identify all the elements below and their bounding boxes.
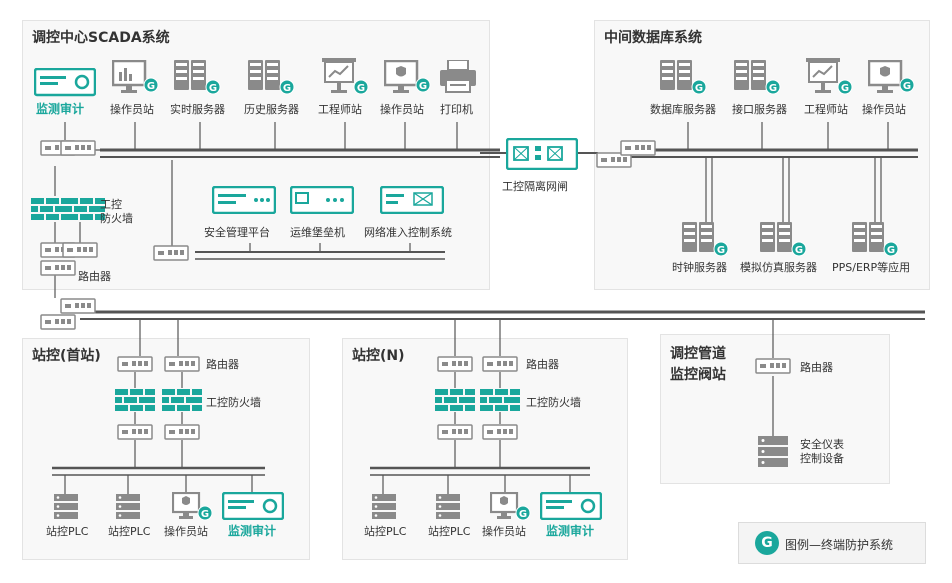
engineer-station-2-label: 工程师站 — [804, 103, 848, 116]
router-icon — [437, 356, 473, 372]
interface-server-icon — [734, 60, 781, 95]
monitor-audit-icon — [34, 68, 96, 97]
nac-label: 网络准入控制系统 — [364, 226, 452, 239]
router-icon — [164, 356, 200, 372]
router-icon — [482, 424, 518, 440]
operator-station-label: 操作员站 — [164, 525, 208, 538]
station-n-panel — [342, 338, 628, 560]
operator-station-2-label: 操作员站 — [380, 103, 424, 116]
sis-label: 安全仪表 控制设备 — [800, 438, 844, 465]
plc-label: 站控PLC — [108, 525, 151, 538]
firewall-icon — [480, 389, 520, 411]
history-server-label: 历史服务器 — [244, 103, 299, 116]
router-icon — [62, 242, 98, 258]
valve-router-label: 路由器 — [800, 361, 833, 374]
router-icon — [117, 356, 153, 372]
g-badge-icon: G — [755, 531, 779, 555]
operator-station-label: 操作员站 — [110, 103, 154, 116]
monitor-audit-icon — [222, 492, 284, 520]
operator-station-label: 操作员站 — [482, 525, 526, 538]
station-n-title: 站控(N) — [352, 348, 405, 364]
plc-icon — [436, 494, 460, 519]
router-icon — [482, 356, 518, 372]
plc-label: 站控PLC — [364, 525, 407, 538]
router-icon — [40, 314, 76, 330]
scada-title: 调控中心SCADA系统 — [32, 30, 170, 46]
bastion-host-icon — [290, 186, 354, 214]
operator-station-2-icon — [384, 60, 431, 93]
plc-icon — [54, 494, 78, 519]
operator-station-icon — [490, 492, 531, 521]
printer-label: 打印机 — [440, 103, 473, 116]
legend-text: 图例—终端防护系统 — [785, 538, 894, 552]
sis-device-icon — [758, 436, 788, 467]
engineer-station-label: 工程师站 — [318, 103, 362, 116]
plc-label: 站控PLC — [428, 525, 471, 538]
operator-station-3-icon — [868, 60, 915, 93]
sim-server-label: 模拟仿真服务器 — [740, 261, 817, 274]
history-server-icon — [248, 60, 295, 95]
nac-system-icon — [380, 186, 444, 214]
plc-icon — [372, 494, 396, 519]
gateway-label: 工控隔离网闸 — [502, 180, 568, 193]
bastion-label: 运维堡垒机 — [290, 226, 345, 239]
station-n-router-label: 路由器 — [526, 358, 559, 371]
scada-router-label: 路由器 — [78, 270, 111, 283]
clock-server-icon — [682, 222, 729, 257]
monitor-audit-label: 监测审计 — [36, 102, 85, 116]
clock-server-label: 时钟服务器 — [672, 261, 727, 274]
router-icon — [40, 260, 76, 276]
printer-icon — [440, 60, 476, 93]
middle-db-title: 中间数据库系统 — [604, 30, 702, 46]
router-icon — [620, 140, 656, 156]
station-first-title: 站控(首站) — [32, 348, 101, 364]
valve-station-title: 调控管道 监控阀站 — [670, 346, 726, 383]
router-icon — [60, 140, 96, 156]
router-icon — [437, 424, 473, 440]
station-first-firewall-label: 工控防火墙 — [206, 396, 261, 409]
plc-icon — [116, 494, 140, 519]
isolation-gateway-icon — [506, 138, 578, 170]
pps-erp-label: PPS/ERP等应用 — [832, 261, 911, 274]
firewall-icon — [162, 389, 202, 411]
operator-station-icon — [172, 492, 213, 521]
security-mgmt-label: 安全管理平台 — [204, 226, 270, 239]
pps-erp-server-icon — [852, 222, 899, 257]
security-mgmt-platform-icon — [212, 186, 276, 214]
router-icon — [164, 424, 200, 440]
db-server-label: 数据库服务器 — [650, 103, 716, 116]
station-n-firewall-label: 工控防火墙 — [526, 396, 581, 409]
plc-label: 站控PLC — [46, 525, 89, 538]
sim-server-icon — [760, 222, 807, 257]
firewall-icon — [435, 389, 475, 411]
realtime-server-label: 实时服务器 — [170, 103, 225, 116]
station-first-panel — [22, 338, 310, 560]
station-first-router-label: 路由器 — [206, 358, 239, 371]
router-icon — [60, 298, 96, 314]
legend: G 图例—终端防护系统 — [738, 522, 926, 564]
realtime-server-icon — [174, 60, 221, 95]
engineer-station-2-icon — [806, 58, 853, 95]
monitor-audit-label: 监测审计 — [546, 524, 595, 538]
engineer-station-icon — [322, 58, 369, 95]
operator-station-icon — [112, 60, 159, 93]
router-icon — [755, 358, 791, 374]
scada-firewall-label: 工控 防火墙 — [100, 198, 133, 225]
db-server-icon — [660, 60, 707, 95]
operator-station-3-label: 操作员站 — [862, 103, 906, 116]
monitor-audit-label: 监测审计 — [228, 524, 277, 538]
router-icon — [117, 424, 153, 440]
firewall-icon — [115, 389, 155, 411]
interface-server-label: 接口服务器 — [732, 103, 787, 116]
monitor-audit-icon — [540, 492, 602, 520]
router-icon — [153, 245, 189, 261]
